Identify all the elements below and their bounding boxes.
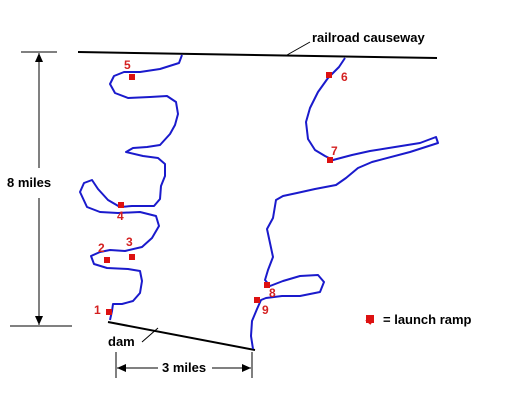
width-dimension xyxy=(115,352,253,378)
launch-ramp-6 xyxy=(326,72,332,78)
height-dimension xyxy=(10,51,72,327)
launch-ramp-9 xyxy=(254,297,260,303)
launch-ramp-1 xyxy=(106,309,112,315)
dam-label: dam xyxy=(108,334,135,349)
ramp-label-7: 7 xyxy=(331,144,338,158)
east-shoreline xyxy=(250,57,439,350)
ramp-label-5: 5 xyxy=(124,58,131,72)
width-label: 3 miles xyxy=(162,360,206,375)
ramp-label-4: 4 xyxy=(117,209,124,223)
ramp-label-8: 8 xyxy=(269,286,276,300)
legend-label: = launch ramp xyxy=(383,312,472,327)
legend-ramp-swatch-mark xyxy=(365,319,372,325)
launch-ramp-8 xyxy=(264,282,270,288)
railroad-causeway-line xyxy=(77,51,438,59)
ramp-label-1: 1 xyxy=(94,303,101,317)
dam-leader-line xyxy=(141,327,159,343)
ramp-label-2: 2 xyxy=(98,241,105,255)
launch-ramp-7 xyxy=(327,157,333,163)
launch-ramp-4 xyxy=(118,202,124,208)
railroad-leader-line xyxy=(286,41,311,56)
ramp-label-9: 9 xyxy=(262,303,269,317)
ramp-label-6: 6 xyxy=(341,70,348,84)
launch-ramp-2 xyxy=(104,257,110,263)
west-shoreline xyxy=(79,54,183,321)
height-label: 8 miles xyxy=(7,175,51,190)
launch-ramp-5 xyxy=(129,74,135,80)
dam-line xyxy=(107,321,256,351)
launch-ramp-3 xyxy=(129,254,135,260)
ramp-label-3: 3 xyxy=(126,235,133,249)
railroad-label: railroad causeway xyxy=(312,30,425,45)
legend-ramp-swatch xyxy=(366,315,374,323)
